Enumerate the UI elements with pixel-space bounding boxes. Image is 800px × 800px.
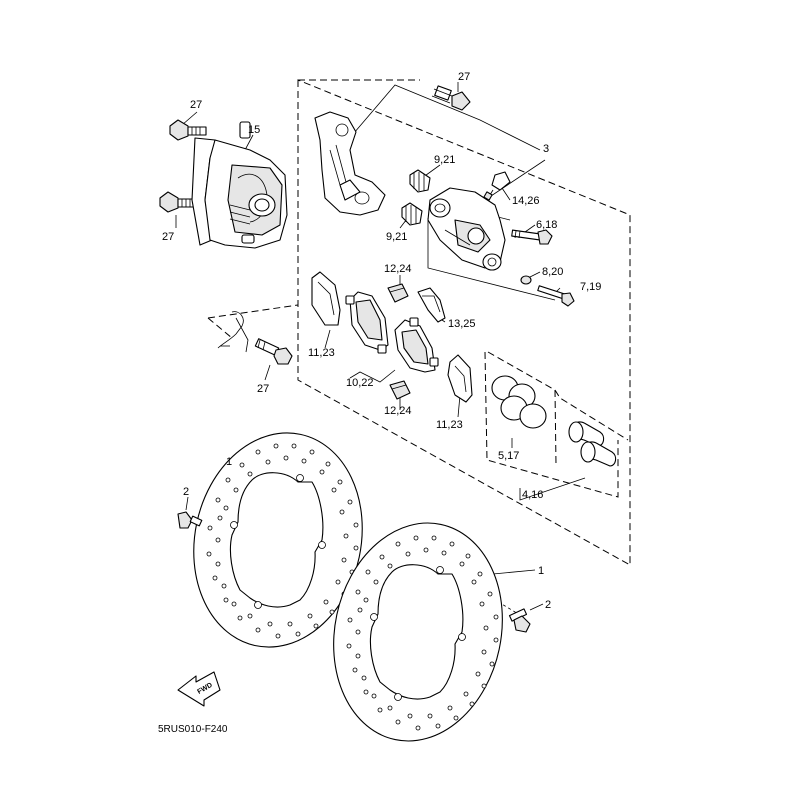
label-14-26: 14,26: [512, 195, 540, 207]
label-27-lower-left: 27: [162, 231, 174, 243]
slide-pin-boot-lower: [401, 202, 423, 226]
label-4-16: 4,16: [522, 489, 543, 501]
label-13-25: 13,25: [448, 318, 476, 330]
pin-bolt-7-19: [537, 285, 575, 307]
pad-spring-12-24-top: [387, 283, 409, 303]
disc-bolt-2-left: [177, 511, 203, 529]
pistons-4-16: [568, 421, 617, 467]
bleed-screw: [483, 171, 511, 201]
label-3: 3: [543, 143, 549, 155]
diagram-code: 5RUS010-F240: [158, 724, 228, 735]
disc-holes-right: [346, 535, 499, 731]
label-11-23-left: 11,23: [308, 347, 335, 359]
disc-holes-left: [206, 443, 359, 639]
label-11-23-right: 11,23: [436, 419, 463, 431]
label-6-18: 6,18: [536, 219, 557, 231]
label-1-left: 1: [226, 456, 232, 468]
assembly-boundary: [207, 79, 631, 566]
brake-pad-10-22-left: [345, 291, 389, 354]
pad-shim-11-23-left: [311, 271, 341, 326]
bolt-27-top: [431, 85, 471, 111]
pad-clip: [217, 311, 249, 353]
label-15: 15: [248, 124, 260, 136]
label-12-24-bottom: 12,24: [384, 405, 412, 417]
slide-pin-boot-upper: [409, 169, 431, 193]
label-27-upper-left: 27: [190, 99, 202, 111]
label-7-19: 7,19: [580, 281, 601, 293]
brake-pad-10-22-right: [394, 317, 439, 373]
bolt-27-upper-left: [169, 119, 207, 141]
washer-8-20: [520, 275, 532, 285]
caliper-assembly-15: [191, 121, 288, 249]
disc-bolt-2-right: [508, 608, 531, 633]
label-9-21-upper: 9,21: [434, 154, 455, 166]
bolt-27-lower-left: [159, 191, 199, 213]
pad-spring-12-24-bottom: [389, 380, 411, 400]
label-5-17: 5,17: [498, 450, 519, 462]
label-9-21-lower: 9,21: [386, 231, 407, 243]
pad-shim-11-23-right: [447, 354, 473, 403]
label-2-right: 2: [545, 599, 551, 611]
label-1-right: 1: [538, 565, 544, 577]
fwd-arrow-icon: FWD: [177, 671, 221, 707]
caliper-body-3: [427, 187, 506, 271]
bolt-27-bottom: [254, 338, 293, 365]
pin-bolt-6-18: [511, 229, 553, 245]
brake-disc-left: [193, 432, 363, 648]
piston-seals-5-17: [491, 375, 547, 429]
caliper-bracket: [314, 111, 386, 216]
pad-support-13-25: [417, 287, 446, 323]
label-8-20: 8,20: [542, 266, 563, 278]
label-27-bottom: 27: [257, 383, 269, 395]
brake-disc-right: [333, 522, 503, 742]
label-10-22: 10,22: [346, 377, 374, 389]
label-27-top: 27: [458, 71, 470, 83]
label-12-24-top: 12,24: [384, 263, 412, 275]
label-2-left: 2: [183, 486, 189, 498]
callout-labels: 27 27 15 27 27 3 9,21 9,21 14,26 6,18 8,…: [162, 71, 601, 611]
